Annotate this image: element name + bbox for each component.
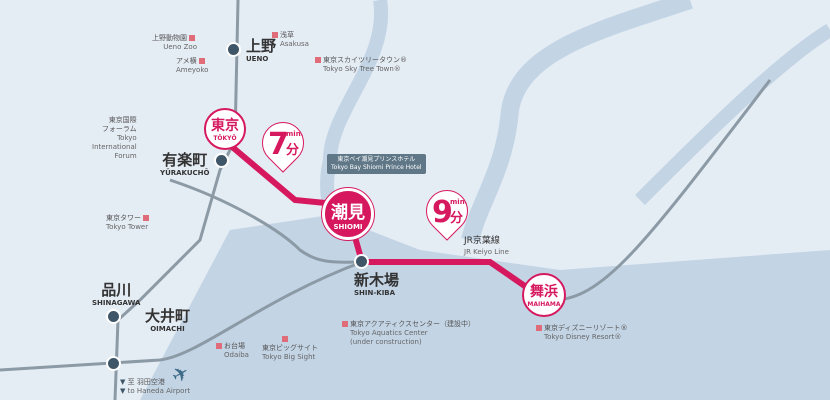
station-name: 舞浜 [530, 284, 558, 300]
map-text: 東京ディズニーリゾート® [544, 324, 628, 332]
station-name-en: SHIOMI [333, 223, 363, 231]
station-name: 新木場 [354, 271, 400, 289]
bay-water [140, 215, 830, 400]
station-dot-shinkiba[interactable] [354, 254, 369, 269]
map-text: 浅草 [280, 31, 294, 39]
map-text: 東京アクアティクスセンター（建設中） [350, 320, 476, 328]
station-name: 上野 [246, 37, 277, 55]
map-text: Ueno Zoo [163, 43, 197, 51]
landmark-marker-icon [536, 325, 542, 331]
landmark-marker-icon [315, 57, 321, 63]
station-name-en: MAIHAMA [527, 301, 561, 308]
map-text: Tokyo Big Sight [262, 353, 316, 361]
map-text: お台場 [224, 342, 245, 350]
map-text: Tokyo Sky Tree Town® [323, 65, 401, 73]
map-text: 東京ビッグサイト [262, 344, 318, 352]
landmark-marker-icon [342, 321, 348, 327]
map-text: 東京スカイツリータウン® [323, 56, 407, 64]
station-name: 有楽町 [162, 151, 208, 169]
river-east [635, 23, 830, 205]
map-text: ▼ to Haneda Airport [120, 387, 190, 396]
time-unit-ja: 分 [286, 143, 300, 158]
landmark-marker-icon [216, 343, 222, 349]
station-dot-ueno[interactable] [226, 42, 241, 57]
hotel-name-en: Tokyo Bay Shiomi Prince Hotel [331, 164, 422, 171]
rail-rinkai [0, 260, 363, 372]
time-unit: min. [286, 130, 304, 138]
map-text: フォーラム [101, 125, 137, 133]
map-text: Tokyo [117, 134, 137, 142]
map-text: ▼ [120, 387, 128, 395]
landmark-marker-icon [272, 32, 278, 38]
map-text: Odaiba [224, 351, 249, 359]
landmark-marker-icon [189, 35, 195, 41]
map-text: Asakusa [280, 40, 309, 48]
landmark-marker-icon [282, 336, 288, 342]
map-text: アメ横 [176, 57, 197, 65]
station-name: 潮見 [331, 203, 365, 223]
map-text: 至 羽田空港 [127, 378, 165, 386]
station-dot-shinagawa[interactable] [106, 309, 121, 324]
landmark-disney: 東京ディズニーリゾート®Tokyo Disney Resort® [534, 324, 628, 342]
time-unit-ja: 分 [450, 211, 464, 226]
rail-shinkiba [169, 178, 363, 264]
time-unit: min. [450, 198, 468, 206]
line-label: JR京葉線 JR Keiyo Line [464, 236, 509, 258]
map-text: Tokyo Tower [106, 223, 149, 231]
time-number: 9 [432, 195, 453, 230]
map-text: 上野動物園 [152, 34, 187, 42]
map-text: Ameyoko [176, 66, 209, 74]
landmark-aquatics: 東京アクアティクスセンター（建設中）Tokyo Aquatics Center(… [340, 320, 475, 347]
landmark-haneda: ▼ 至 羽田空港▼ to Haneda Airport [120, 378, 190, 396]
station-name-en: UENO [246, 55, 269, 63]
line-name: JR京葉線 [464, 236, 500, 246]
landmark-marker-icon [198, 58, 205, 64]
map-text: to Haneda Airport [127, 387, 191, 395]
map-text: 東京タワー [106, 214, 141, 222]
time-number: 7 [268, 127, 289, 162]
station-name-en: OIMACHI [150, 325, 185, 333]
station-name-en: SHIN-KIBA [354, 289, 396, 297]
map-text: Tokyo Disney Resort® [544, 333, 622, 341]
landmark-skytree: 東京スカイツリータウン®Tokyo Sky Tree Town® [313, 56, 407, 74]
map-text: 東京国際 [108, 116, 137, 124]
station-name-en: YŪRAKUCHŌ [160, 169, 210, 177]
station-name: 大井町 [145, 307, 191, 325]
station-name-en: SHINAGAWA [92, 299, 141, 307]
landmark-marker-icon [143, 215, 149, 221]
station-dot-oimachi[interactable] [106, 356, 121, 371]
map-text: ▼ [120, 378, 128, 386]
hotel-name: 東京ベイ潮見プリンスホテル [337, 156, 416, 163]
rail-keiyo-east [544, 79, 772, 302]
station-name: 品川 [101, 281, 132, 299]
map-text: International [92, 143, 137, 151]
map-text: Tokyo Aquatics Center [350, 329, 428, 337]
station-name: 東京 [211, 118, 239, 134]
river-arakawa [461, 0, 693, 243]
station-dot-yurakucho[interactable] [214, 153, 229, 168]
map-text: Forum [114, 152, 137, 160]
station-name-en: TŌKYŌ [213, 135, 237, 142]
map-text: (under construction) [350, 338, 422, 346]
line-name-en: JR Keiyo Line [464, 248, 509, 256]
